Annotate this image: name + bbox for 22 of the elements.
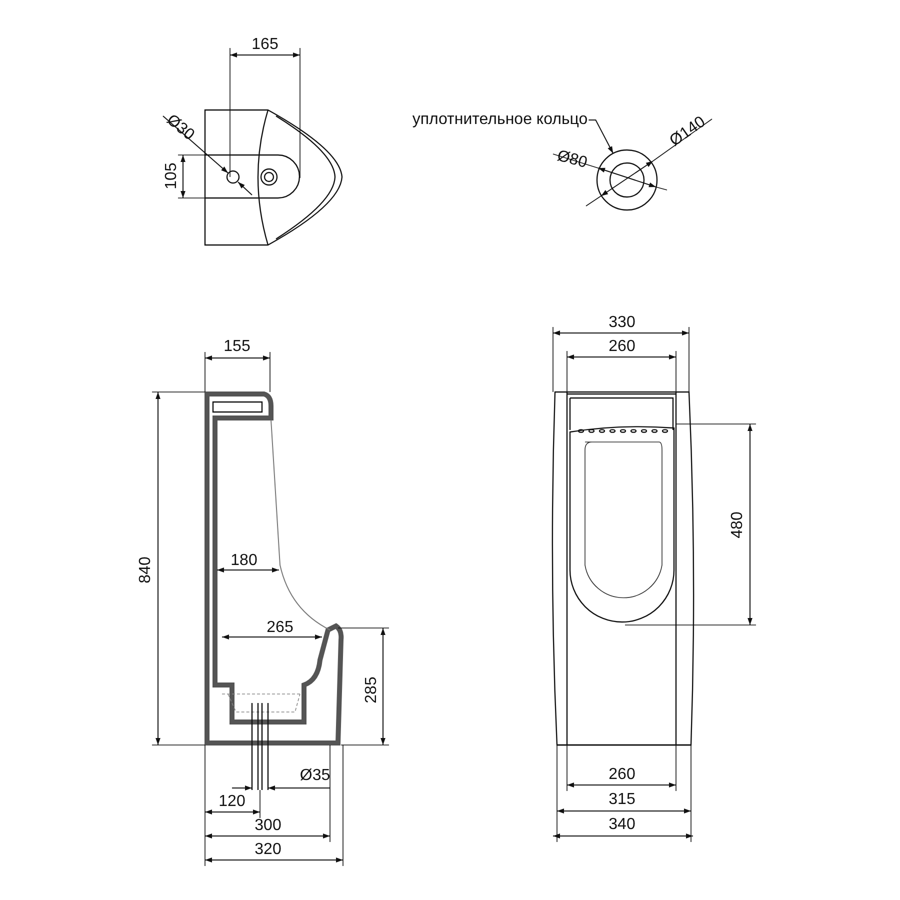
dimension-label: Ø30: [163, 112, 197, 144]
dimension-label: Ø80: [555, 148, 589, 172]
dimension-label: 120: [218, 794, 246, 810]
dimension-label: 260: [608, 767, 636, 783]
dimension-label: 105: [164, 162, 180, 190]
dimension-label: 300: [254, 818, 282, 834]
dimension-label: 340: [608, 817, 636, 833]
dimension-label: 840: [138, 556, 154, 584]
dimension-label: 315: [608, 792, 636, 808]
leader-line: [588, 120, 614, 154]
seal-ring-drawing: [596, 149, 658, 211]
dimension-label: Ø35: [300, 768, 330, 784]
dimension-label: 480: [730, 512, 746, 538]
dimension-label: 265: [266, 620, 294, 636]
dimension-label: 285: [364, 676, 380, 704]
dimension-label: 330: [608, 315, 636, 331]
dimension-label: 165: [252, 37, 278, 53]
callout-label: уплотнительное кольцо: [412, 112, 588, 128]
dimension-label: 155: [224, 339, 250, 355]
dimension-label: 180: [230, 553, 258, 569]
dimension-label: 260: [608, 339, 636, 355]
dimension-label: 320: [254, 842, 282, 858]
